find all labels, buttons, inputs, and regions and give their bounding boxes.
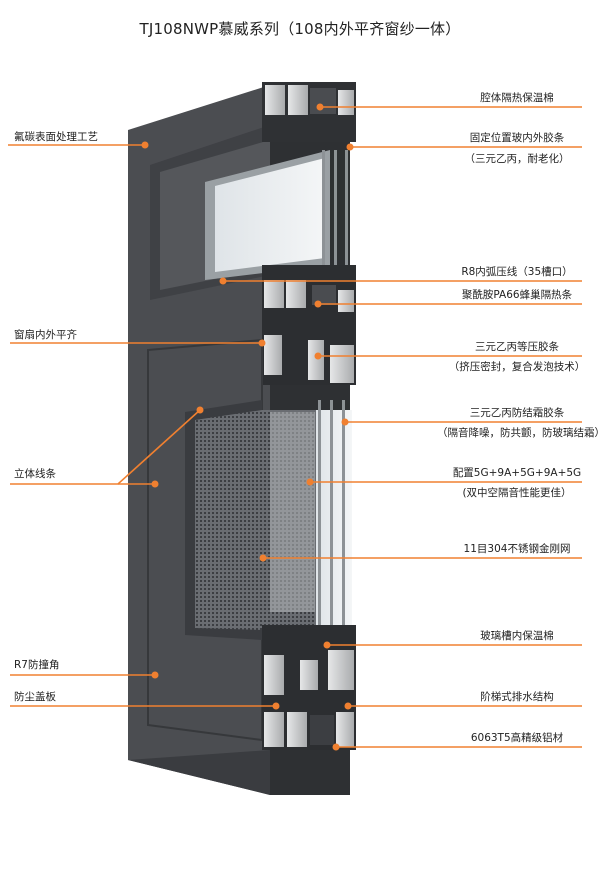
label-mesh: 11目304不锈钢金刚网 xyxy=(463,543,571,555)
label-r8-bead: R8内弧压线（35槽口） xyxy=(461,266,573,278)
label-aluminum-6063: 6063T5高精级铝材 xyxy=(470,732,564,744)
label-epdm-frost-seal: 三元乙丙防结霜胶条 xyxy=(469,407,565,419)
label-r7-corner: R7防撞角 xyxy=(14,659,60,671)
sublabel-epdm-pressure-seal: （挤压密封，复合发泡技术） xyxy=(448,361,586,373)
leader-dots xyxy=(141,103,354,751)
middle-profile xyxy=(262,265,356,385)
leader-lines xyxy=(8,106,582,748)
label-glass-slot-insulation: 玻璃槽内保温棉 xyxy=(480,630,554,642)
label-fluorocarbon: 氟碳表面处理工艺 xyxy=(14,131,98,143)
fixed-window-upper xyxy=(150,125,348,300)
label-sash-flush: 窗扇内外平齐 xyxy=(14,329,77,341)
label-glass-config: 配置5G+9A+5G+9A+5G xyxy=(452,467,582,479)
label-cavity-insulation: 腔体隔热保温棉 xyxy=(480,92,554,104)
label-epdm-pressure-seal: 三元乙丙等压胶条 xyxy=(475,341,559,353)
label-stepped-drainage: 阶梯式排水结构 xyxy=(480,691,554,703)
sublabel-fixed-glass-seal: （三元乙丙，耐老化） xyxy=(464,153,570,165)
label-fixed-glass-seal: 固定位置玻内外胶条 xyxy=(469,132,565,144)
label-pa66-strip: 聚酰胺PA66蜂巢隔热条 xyxy=(461,289,573,301)
bottom-profile xyxy=(262,625,356,750)
diagram-title: TJ108NWP慕威系列（108内外平齐窗纱一体） xyxy=(139,20,461,38)
sublabel-epdm-frost-seal: （隔音降噪，防共颤，防玻璃结霜） xyxy=(437,427,600,439)
label-3d-lines: 立体线条 xyxy=(14,468,56,480)
sublabel-glass-config: (双中空隔音性能更佳） xyxy=(462,487,572,499)
top-profile xyxy=(262,82,356,142)
insect-mesh xyxy=(195,410,262,630)
lower-sash xyxy=(147,338,352,742)
label-dust-cover: 防尘盖板 xyxy=(14,691,56,703)
